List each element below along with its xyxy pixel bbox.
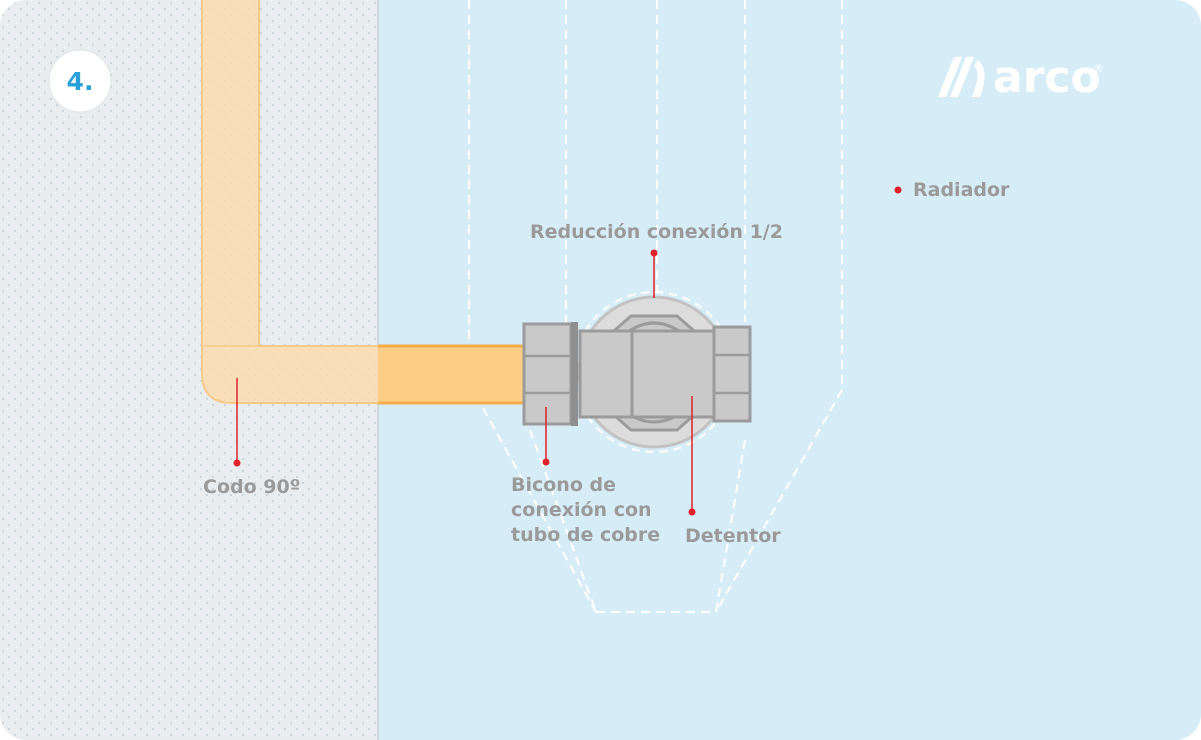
bicone-nut xyxy=(522,322,578,426)
label-lockshield: Detentor xyxy=(685,525,781,547)
label-bicone-line3: tubo de cobre xyxy=(511,524,660,546)
lockshield-valve xyxy=(578,325,752,423)
label-reduction: Reducción conexión 1/2 xyxy=(530,221,783,243)
brand-name: arco xyxy=(993,52,1101,103)
step-badge: 4. xyxy=(48,49,112,113)
step-number: 4. xyxy=(67,67,94,96)
leader-lines xyxy=(236,253,693,512)
arco-logo: arco ® xyxy=(938,52,1104,103)
copper-pipe xyxy=(378,346,526,403)
label-bicone-line1: Bicono de xyxy=(511,474,616,496)
label-elbow: Codo 90º xyxy=(203,476,300,498)
leader-dots xyxy=(233,186,902,516)
radiator-outline xyxy=(468,0,843,613)
arco-logo-mark-icon xyxy=(938,57,985,97)
label-bicone-line2: conexión con xyxy=(511,499,652,521)
brand-registered-mark: ® xyxy=(1093,62,1104,75)
pipe-elbow-hidden xyxy=(202,0,378,403)
label-radiator: Radiador xyxy=(913,179,1010,201)
